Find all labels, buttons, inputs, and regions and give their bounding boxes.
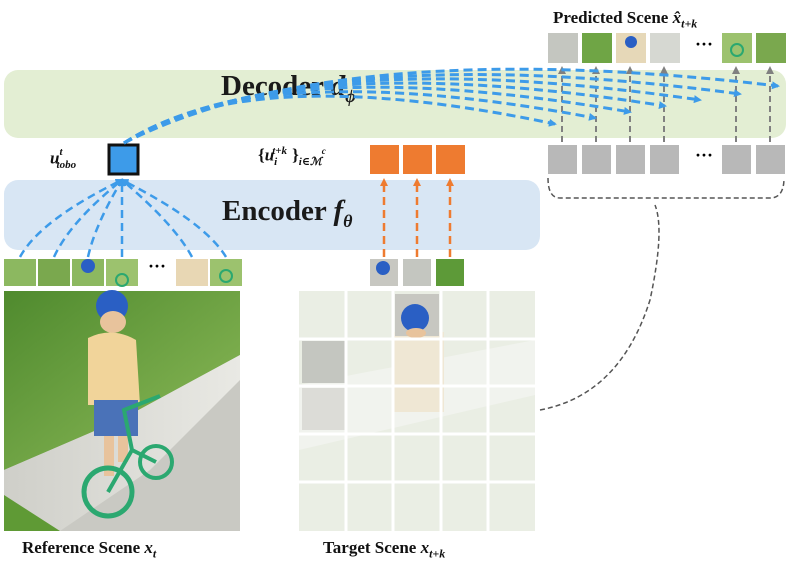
- tobo-token: [107, 143, 140, 176]
- visible-patch-1: [395, 294, 439, 338]
- ref-patch-4: [106, 259, 138, 287]
- target-patches: [370, 259, 464, 286]
- ref-patch-2: [38, 259, 70, 286]
- encoder-label: Encoder fθ: [222, 195, 353, 231]
- visible-tokens-label: {uit+k}i∈ℳc: [258, 145, 326, 169]
- predicted-patches: [548, 33, 786, 63]
- tobo-token-label: uttobo: [50, 146, 77, 172]
- target-patch-2: [403, 259, 431, 286]
- reference-patches: [4, 259, 242, 287]
- target-patch-1: [370, 259, 398, 286]
- target-scene-caption: Target Scene xt+k: [323, 538, 446, 561]
- visible-patch-3: [302, 388, 346, 430]
- decoder-attention-arrows: [123, 67, 780, 145]
- ref-patch-6: [210, 259, 242, 286]
- reference-scene-image: [4, 290, 240, 531]
- predicted-scene-caption: Predicted Scene x̂t+k: [553, 8, 698, 31]
- grid-to-tokens-bracket: [539, 177, 785, 411]
- ellipsis-predicted: ···: [695, 34, 714, 54]
- visible-tokens: [370, 145, 465, 174]
- target-scene-grid: [299, 291, 535, 531]
- visible-patch-2: [302, 341, 346, 383]
- target-patch-3: [436, 259, 464, 286]
- decoder-band: [4, 70, 786, 138]
- encoder-input-arrows: [18, 178, 228, 258]
- reference-scene-caption: Reference Scene xt: [22, 538, 157, 561]
- ref-patch-5: [176, 259, 208, 286]
- visible-token-arrows: [380, 178, 454, 257]
- ellipsis-reference-patches: ···: [148, 256, 167, 276]
- mask-tokens: [548, 145, 785, 174]
- ellipsis-gray-tokens: ···: [695, 145, 714, 165]
- ref-patch-1: [4, 259, 36, 286]
- ref-patch-3: [72, 259, 104, 286]
